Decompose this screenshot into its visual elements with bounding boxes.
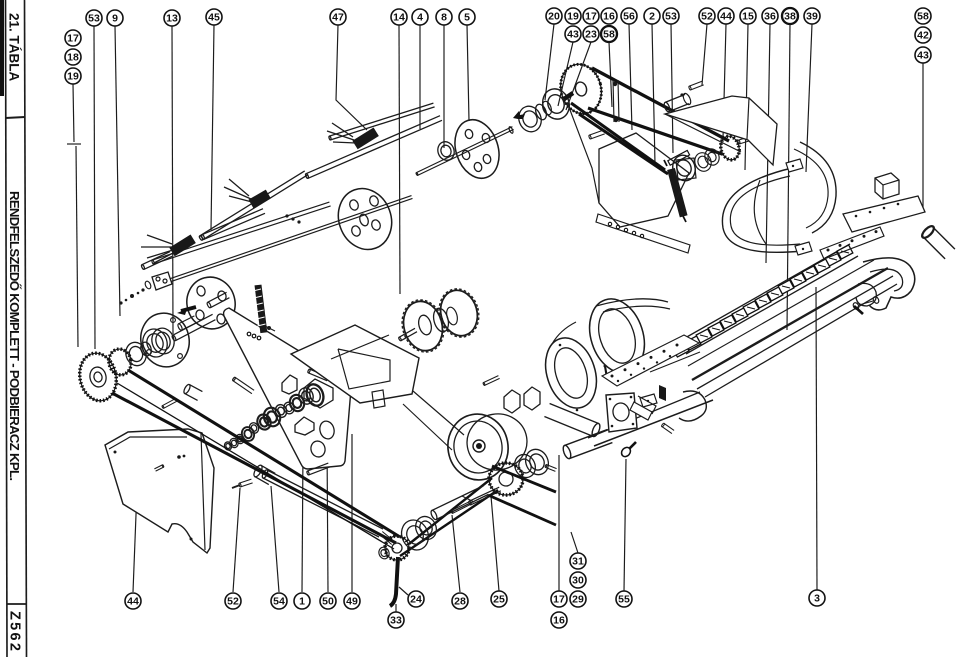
svg-text:54: 54 <box>273 596 285 608</box>
svg-text:14: 14 <box>393 12 405 24</box>
svg-text:58: 58 <box>917 11 929 23</box>
svg-text:52: 52 <box>701 11 713 23</box>
svg-text:55: 55 <box>618 594 630 606</box>
svg-text:30: 30 <box>572 575 584 587</box>
svg-text:43: 43 <box>567 29 579 41</box>
svg-text:18: 18 <box>67 52 79 64</box>
svg-text:33: 33 <box>390 615 402 627</box>
svg-text:17: 17 <box>585 11 597 23</box>
svg-text:43: 43 <box>917 50 929 62</box>
svg-text:52: 52 <box>227 596 239 608</box>
svg-text:13: 13 <box>166 13 178 25</box>
svg-text:23: 23 <box>585 29 597 41</box>
svg-text:17: 17 <box>553 594 565 606</box>
svg-text:50: 50 <box>322 596 334 608</box>
svg-text:15: 15 <box>742 11 754 23</box>
svg-text:39: 39 <box>806 11 818 23</box>
svg-text:44: 44 <box>720 11 732 23</box>
svg-text:58: 58 <box>603 29 615 41</box>
svg-text:20: 20 <box>548 11 560 23</box>
svg-text:RENDFELSZEDŐ KOMPLETT - PODBIE: RENDFELSZEDŐ KOMPLETT - PODBIERACZ KPL. <box>7 191 22 481</box>
svg-text:56: 56 <box>623 11 635 23</box>
svg-text:36: 36 <box>764 11 776 23</box>
svg-text:38: 38 <box>784 11 796 23</box>
svg-text:25: 25 <box>493 594 505 606</box>
svg-text:9: 9 <box>112 13 118 25</box>
svg-text:29: 29 <box>572 594 584 606</box>
svg-text:17: 17 <box>67 33 79 45</box>
svg-text:47: 47 <box>332 12 344 24</box>
svg-text:16: 16 <box>553 615 565 627</box>
svg-text:42: 42 <box>917 30 929 42</box>
svg-text:45: 45 <box>208 12 220 24</box>
svg-text:8: 8 <box>441 12 447 24</box>
svg-text:53: 53 <box>665 11 677 23</box>
svg-text:53: 53 <box>88 13 100 25</box>
svg-text:21. TÁBLA: 21. TÁBLA <box>7 13 22 82</box>
svg-text:49: 49 <box>346 596 358 608</box>
svg-text:19: 19 <box>567 11 579 23</box>
svg-text:16: 16 <box>603 11 615 23</box>
svg-text:28: 28 <box>454 596 466 608</box>
svg-text:24: 24 <box>410 594 422 606</box>
svg-text:5: 5 <box>464 12 470 24</box>
svg-text:3: 3 <box>814 593 820 605</box>
svg-text:4: 4 <box>417 12 423 24</box>
svg-text:19: 19 <box>67 71 79 83</box>
svg-text:31: 31 <box>572 556 584 568</box>
svg-text:44: 44 <box>127 596 139 608</box>
svg-text:1: 1 <box>299 596 305 608</box>
svg-text:2: 2 <box>649 11 655 23</box>
